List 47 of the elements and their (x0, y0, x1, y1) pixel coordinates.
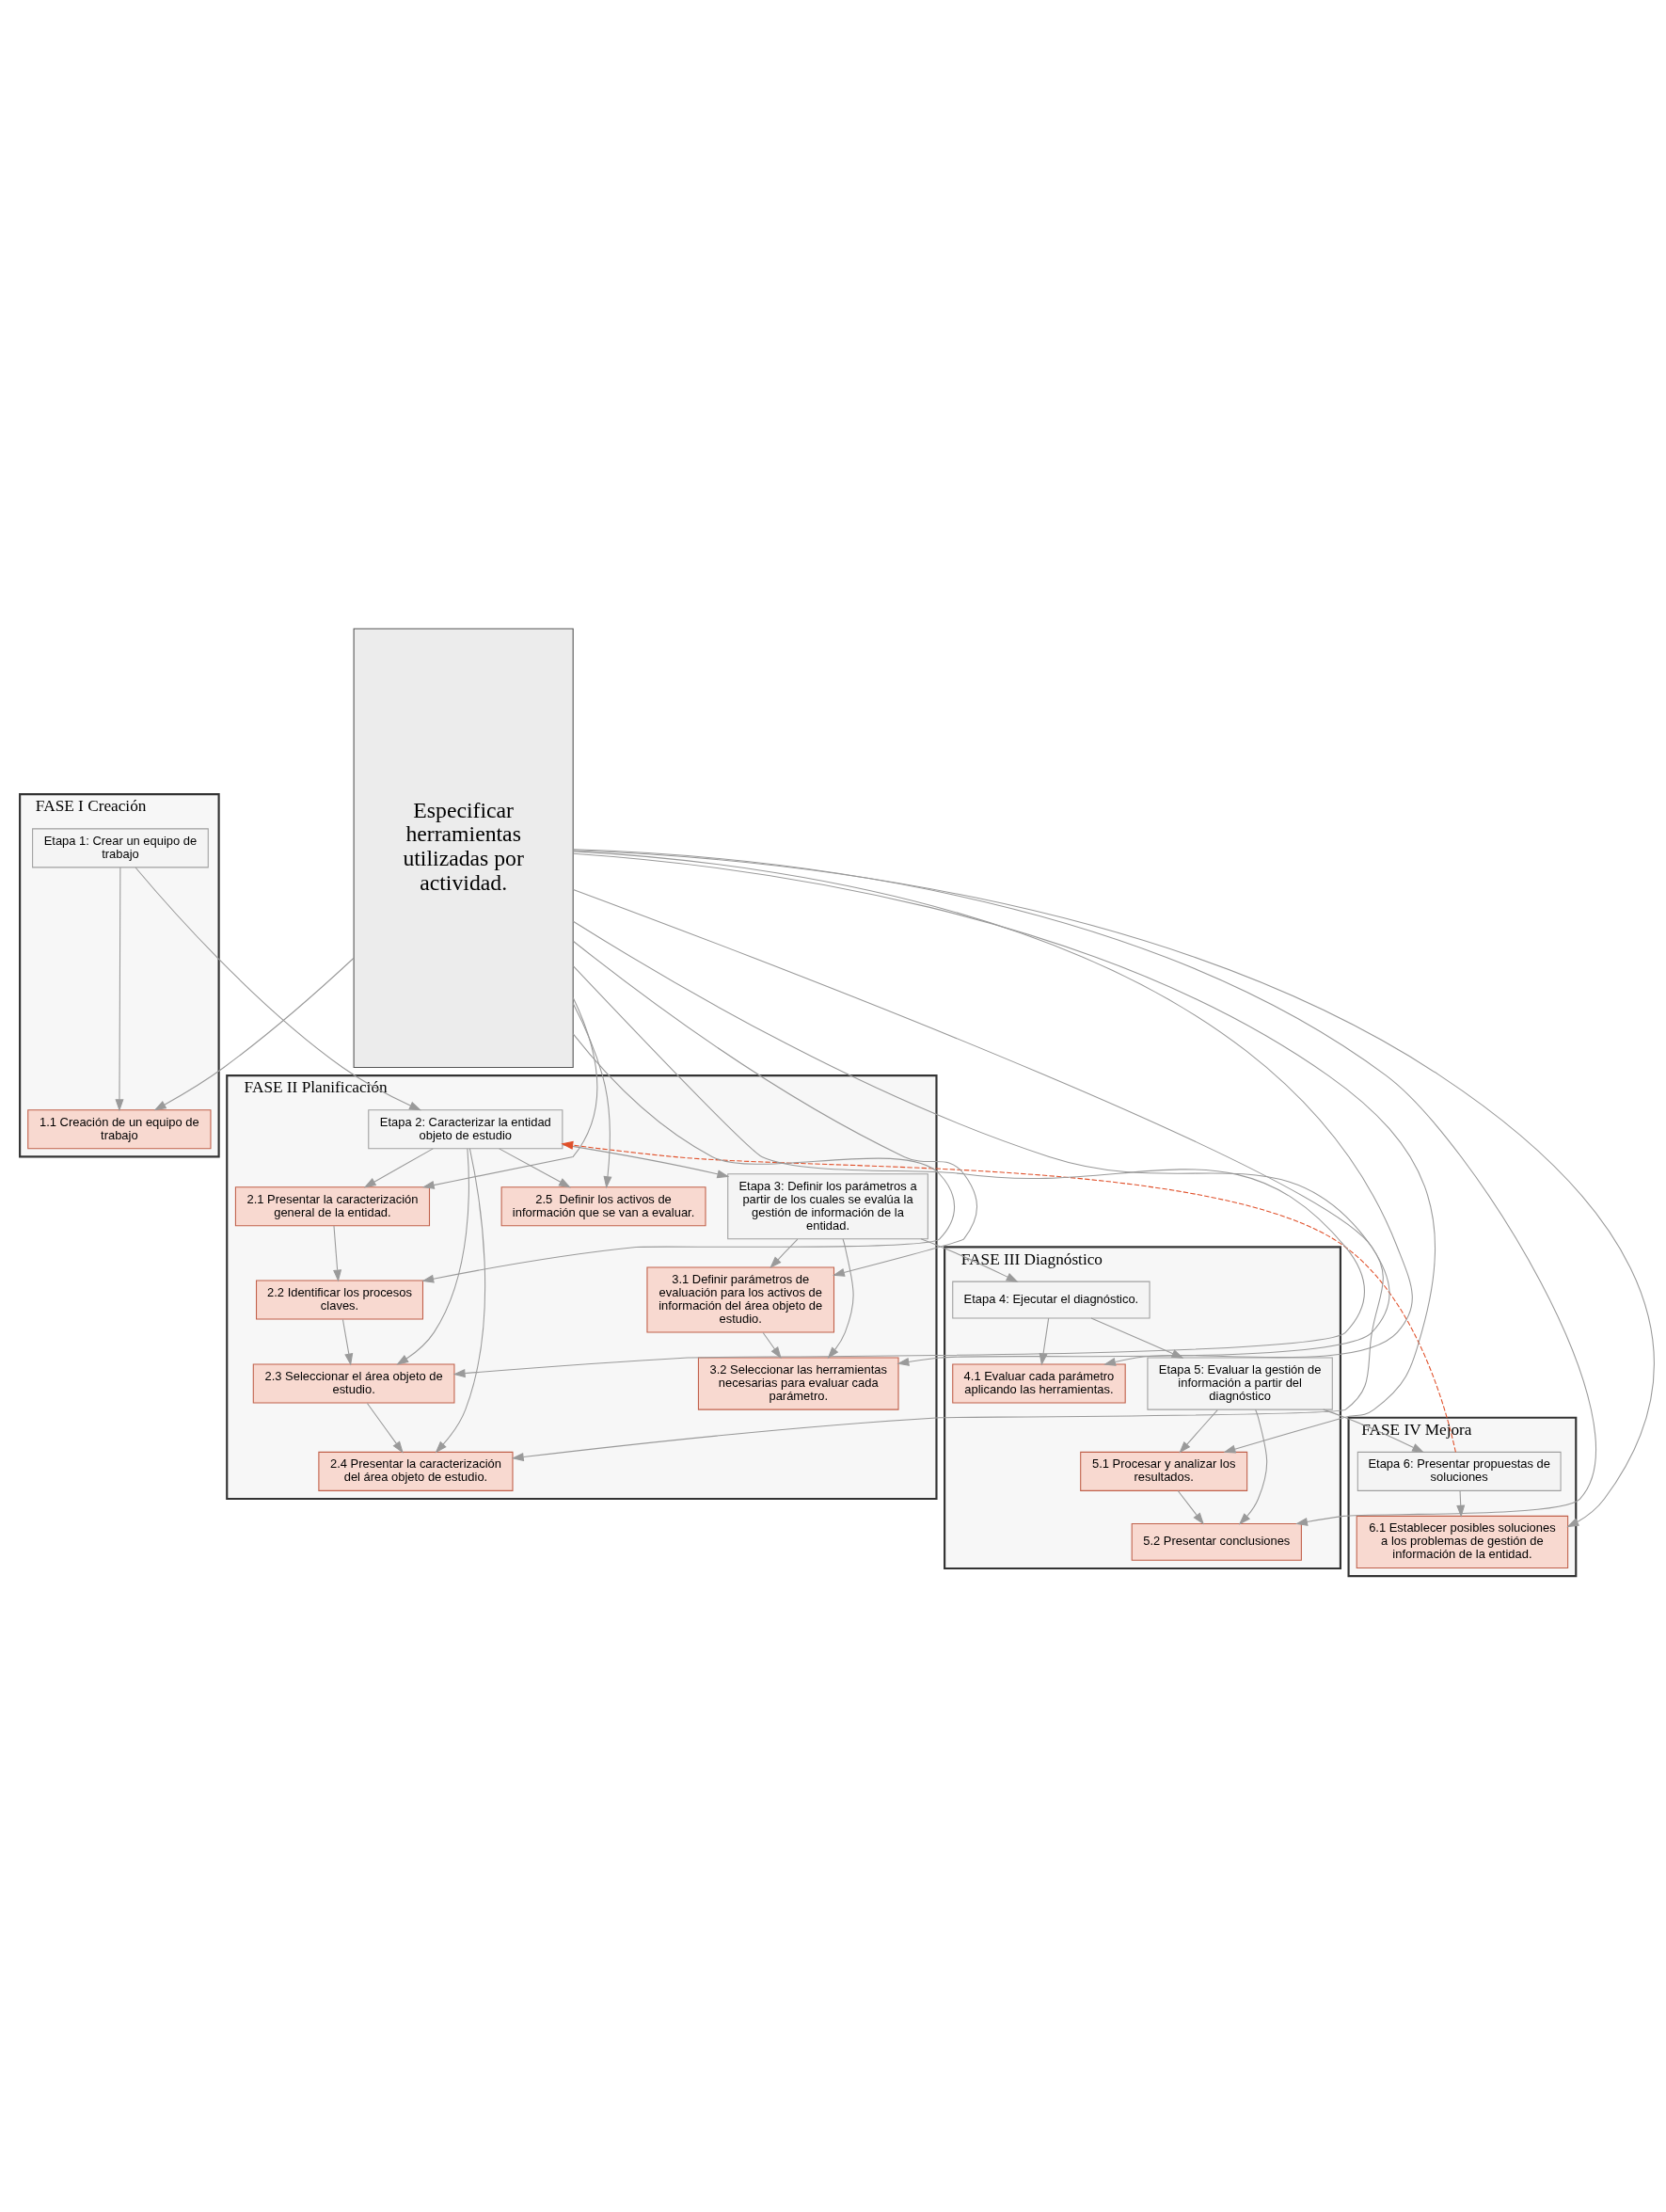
node-box: 5.2 Presentar conclusiones (1131, 1522, 1302, 1561)
arrow (1177, 1489, 1204, 1525)
node-box: 4.1 Evaluar cada parámetro aplicando las herramientas. (952, 1363, 1126, 1404)
arrow (1456, 1489, 1466, 1518)
node-box: 3.2 Seleccionar las herramientas necesarias para evaluar cada parámetro. (697, 1357, 899, 1410)
arrow (366, 1402, 404, 1454)
node-box: 3.1 Definir parámetros de evaluación para los activos de información del área objeto de estudio. (646, 1266, 835, 1333)
node-box: 6.1 Establecer posibles soluciones a los problemas de gestión de información de la entidad. (1356, 1515, 1569, 1568)
arrow (435, 1147, 486, 1453)
arrow (452, 964, 1365, 1377)
arrow (363, 1147, 434, 1187)
node-box: 2.2 Identificar los procesos claves. (256, 1280, 424, 1320)
arrow (511, 920, 1384, 1461)
node-box: Etapa 4: Ejecutar el diagnóstico. (952, 1281, 1150, 1318)
node-box: Especificar herramientas utilizadas por actividad. (353, 628, 574, 1068)
arrow (572, 1002, 612, 1188)
arrow (1179, 1408, 1218, 1454)
arrow (333, 1224, 342, 1281)
node-box: Etapa 1: Crear un equipo de trabajo (32, 827, 209, 867)
arrow (341, 1318, 354, 1365)
arrow (827, 1237, 854, 1359)
arrow (1238, 1408, 1268, 1525)
arrow (762, 1331, 782, 1359)
node-box: Etapa 2: Caracterizar la entidad objeto de estudio (368, 1108, 563, 1149)
arrow (135, 866, 422, 1110)
node-box: Etapa 5: Evaluar la gestión de información a partir del diagnóstico (1147, 1357, 1333, 1410)
arrow (573, 852, 1436, 1453)
arrow (153, 957, 355, 1110)
arrow (421, 1032, 956, 1283)
arrow (920, 1237, 1019, 1282)
node-box: Etapa 3: Definir los parámetros a partir de los cuales se evalúa la gestión de información de la entidad. (727, 1172, 928, 1239)
arrow (1323, 1408, 1425, 1453)
arrow (421, 996, 598, 1189)
node-box: 5.1 Procesar y analizar los resultados. (1080, 1451, 1248, 1491)
arrow (561, 1140, 1456, 1453)
node-box: 2.4 Presentar la caracterización del área objeto de estudio. (318, 1451, 514, 1491)
node-box: 2.1 Presentar la caracterización general de la entidad. (234, 1186, 431, 1226)
node-box: Etapa 6: Presentar propuestas de soluciones (1357, 1451, 1562, 1491)
node-box: 2.3 Seleccionar el área objeto de estudio. (252, 1363, 455, 1404)
node-box: 2.5 Definir los activos de información que se van a evaluar. (500, 1186, 706, 1226)
node-box: 1.1 Creación de un equipo de trabajo (27, 1108, 212, 1149)
arrow (770, 1238, 799, 1268)
arrow (573, 940, 978, 1277)
arrow (115, 866, 124, 1111)
arrow (396, 1148, 469, 1365)
arrow (499, 1147, 571, 1187)
arrow (562, 1143, 730, 1178)
